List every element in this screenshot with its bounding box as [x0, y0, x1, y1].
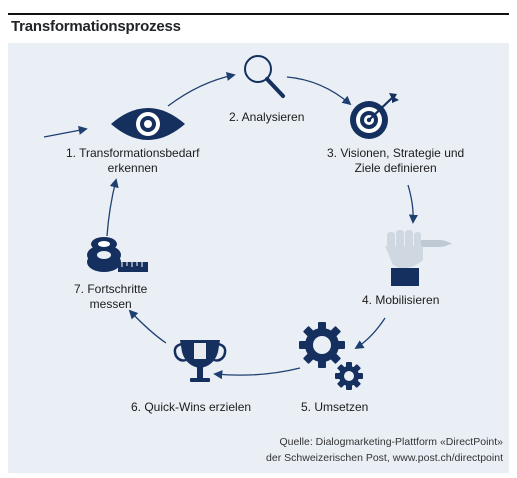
source-note: Quelle: Dialogmarketing-Plattform «Direc…: [266, 436, 503, 464]
arrow-3-to-4: [407, 184, 418, 224]
step-5-label: 5. Umsetzen: [301, 400, 369, 414]
magnifier-icon: [244, 55, 285, 98]
arrow-1-to-2: [167, 72, 236, 107]
arrow-5-to-6: [213, 367, 301, 380]
hand-pencil-icon: [385, 230, 452, 286]
step-4-label: 4. Mobilisieren: [362, 293, 440, 307]
arrow-7-to-1: [106, 178, 119, 237]
step-2-label: 2. Analysieren: [229, 110, 305, 124]
figure-title: Transformationsprozess: [11, 18, 181, 35]
arrow-2-to-3: [286, 76, 352, 106]
entry-arrow: [43, 125, 88, 138]
arrow-6-to-7: [128, 309, 167, 344]
title-rule: [8, 13, 509, 15]
tape-measure-icon: [87, 237, 148, 272]
gears-icon: [299, 322, 363, 390]
step-6-label: 6. Quick-Wins erzielen: [131, 400, 252, 414]
target-icon: [350, 93, 399, 139]
eye-icon: [111, 108, 185, 140]
trophy-icon: [173, 340, 227, 382]
arrow-4-to-5: [354, 317, 386, 349]
